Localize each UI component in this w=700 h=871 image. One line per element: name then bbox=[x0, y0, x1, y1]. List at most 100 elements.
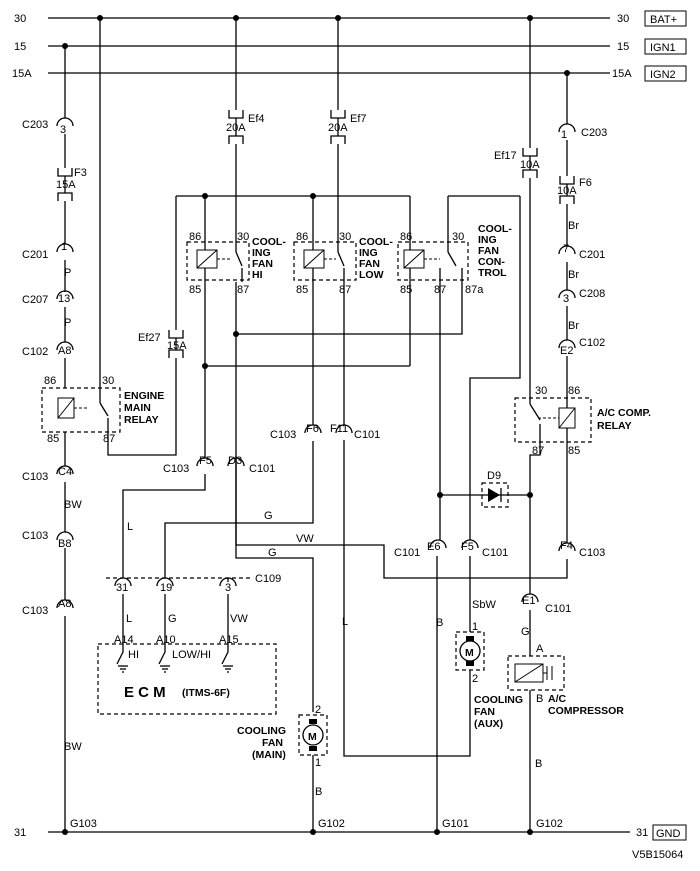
f6-rating: 10A bbox=[557, 185, 577, 197]
fan-control-label-1: COOL- bbox=[478, 223, 512, 235]
svg-text:M: M bbox=[308, 731, 317, 743]
c201-left-label: C201 bbox=[22, 249, 48, 261]
c101-f11-label: C101 bbox=[354, 429, 380, 441]
wire-color-vw1: VW bbox=[296, 533, 314, 545]
ecm-switch-hi: HI bbox=[128, 649, 139, 661]
ecm-subtitle: (ITMS-6F) bbox=[182, 687, 230, 699]
ground-g102-right: G102 bbox=[536, 818, 563, 830]
c103-f5-label: C103 bbox=[163, 463, 189, 475]
engine-relay-label-2: MAIN bbox=[124, 402, 151, 414]
c103-c4-pin: C4 bbox=[58, 466, 72, 478]
fuses-ef4-ef7: Ef4 20A Ef7 20A bbox=[226, 18, 367, 240]
fan-low-label-4: LOW bbox=[359, 269, 384, 281]
ecm-feeds: F5 C103 L D3 C101 F6 C103 G F11 C101 L V… bbox=[122, 423, 380, 712]
c203-right-pin: 1 bbox=[561, 129, 567, 141]
ground-g101: G101 bbox=[442, 818, 469, 830]
c101-f5-pin: F5 bbox=[461, 541, 474, 553]
diode-d9: D9 bbox=[437, 470, 530, 508]
wire-color-l1: L bbox=[127, 521, 133, 533]
ecm-module: 31 19 3 C109 L G VW A14 A10 A15 HI LOW/H… bbox=[97, 573, 281, 715]
compressor-label-2: COMPRESSOR bbox=[548, 705, 624, 717]
engine-relay-pin-87: 87 bbox=[103, 433, 115, 445]
wire-color-g4: G bbox=[521, 626, 530, 638]
ac-compressor: E1 C101 G A B A/C COMPRESSOR B G102 bbox=[507, 593, 624, 832]
engine-relay-pin-30: 30 bbox=[102, 375, 114, 387]
c101-d3-pin: D3 bbox=[228, 455, 242, 467]
fan-low-pin-86: 86 bbox=[296, 231, 308, 243]
c102-left-pin: A8 bbox=[58, 345, 71, 357]
fan-main-label-1: COOLING bbox=[237, 725, 286, 737]
c203-left-label: C203 bbox=[22, 119, 48, 131]
wire-color-g1: G bbox=[264, 510, 273, 522]
c109-pin-3: 3 bbox=[225, 582, 231, 594]
fan-hi-pin-86: 86 bbox=[189, 231, 201, 243]
c208-label: C208 bbox=[579, 288, 605, 300]
fan-hi-label-4: HI bbox=[252, 269, 263, 281]
figure-id: V5B15064 bbox=[632, 849, 683, 861]
fan-low-label-2: ING bbox=[359, 247, 378, 259]
engine-relay-pin-86: 86 bbox=[44, 375, 56, 387]
engine-relay-label-1: ENGINE bbox=[124, 390, 164, 402]
ground-g103: G103 bbox=[70, 818, 97, 830]
wire-color-b3: B bbox=[535, 758, 542, 770]
compressor-pin-a: A bbox=[536, 643, 544, 655]
ef27-name: Ef27 bbox=[138, 332, 161, 344]
compressor-pin-b: B bbox=[536, 693, 543, 705]
c101-f5-label: C101 bbox=[482, 547, 508, 559]
c101-e1-pin: E1 bbox=[522, 595, 535, 607]
ecm-pin-a14: A14 bbox=[114, 634, 134, 646]
rail-30-left-label: 30 bbox=[14, 13, 26, 25]
ground-g102-left: G102 bbox=[318, 818, 345, 830]
ef17-name: Ef17 bbox=[494, 150, 517, 162]
wire-color-p1: P bbox=[64, 267, 71, 279]
c101-e6-label: C101 bbox=[394, 547, 420, 559]
c103-f4-label: C103 bbox=[579, 547, 605, 559]
wire-color-bw1: BW bbox=[64, 499, 82, 511]
c101-e1-label: C101 bbox=[545, 603, 571, 615]
ef7-rating: 20A bbox=[328, 122, 348, 134]
ecm-switch-low-hi: LOW/HI bbox=[172, 649, 211, 661]
ign2-tag: IGN2 bbox=[650, 69, 676, 81]
ef17-rating: 10A bbox=[520, 159, 540, 171]
fan-control-pin-85: 85 bbox=[400, 284, 412, 296]
c109-label: C109 bbox=[255, 573, 281, 585]
wire-color-l2: L bbox=[342, 616, 348, 628]
fan-main-pin-1: 1 bbox=[315, 757, 321, 769]
rail-15-left-label: 15 bbox=[14, 41, 26, 53]
ac-relay-pin-87: 87 bbox=[532, 445, 544, 457]
c103-b8-pin: B8 bbox=[58, 538, 71, 550]
relay-cooling-fan-hi: 86 30 85 87 COOL- ING FAN HI bbox=[186, 196, 286, 458]
fan-low-pin-87: 87 bbox=[339, 284, 351, 296]
fan-control-label-5: TROL bbox=[478, 267, 507, 279]
wire-color-b2: B bbox=[315, 786, 322, 798]
c103-a8-pin: A8 bbox=[58, 598, 71, 610]
c101-e6-pin: E6 bbox=[427, 541, 440, 553]
c102-right-label: C102 bbox=[579, 337, 605, 349]
wire-color-vw2: VW bbox=[230, 613, 248, 625]
c103-f6-pin: F6 bbox=[306, 423, 319, 435]
ef27-rating: 15A bbox=[167, 340, 187, 352]
ac-relay-pin-85: 85 bbox=[568, 445, 580, 457]
f3-name: F3 bbox=[74, 167, 87, 179]
fan-aux-label-3: (AUX) bbox=[474, 718, 503, 730]
fan-control-label-3: FAN bbox=[478, 245, 499, 257]
fan-aux-label-1: COOLING bbox=[474, 694, 523, 706]
rail-15a-right-label: 15A bbox=[612, 68, 632, 80]
fan-aux-pin-2: 2 bbox=[472, 673, 478, 685]
wire-color-p2: P bbox=[64, 317, 71, 329]
wire-color-g2: G bbox=[268, 547, 277, 559]
c103-c4-label: C103 bbox=[22, 471, 48, 483]
fan-hi-label-3: FAN bbox=[252, 258, 273, 270]
c207-label: C207 bbox=[22, 294, 48, 306]
c103-b8-label: C103 bbox=[22, 530, 48, 542]
relay-cooling-fan-low: 86 30 85 87 COOL- ING FAN LOW bbox=[293, 196, 393, 425]
fan-hi-pin-30: 30 bbox=[237, 231, 249, 243]
cooling-fan-aux: E6 C101 B G101 F5 C101 SbW M 1 2 COOLING… bbox=[343, 440, 523, 832]
ac-relay-label-1: A/C COMP. bbox=[597, 407, 651, 419]
c201-right-pin: 7 bbox=[563, 243, 569, 255]
fan-hi-label-1: COOL- bbox=[252, 236, 286, 248]
wire-color-br2: Br bbox=[568, 269, 579, 281]
wire-color-sbw: SbW bbox=[472, 599, 496, 611]
c208-pin: 3 bbox=[563, 293, 569, 305]
d9-label: D9 bbox=[487, 470, 501, 482]
